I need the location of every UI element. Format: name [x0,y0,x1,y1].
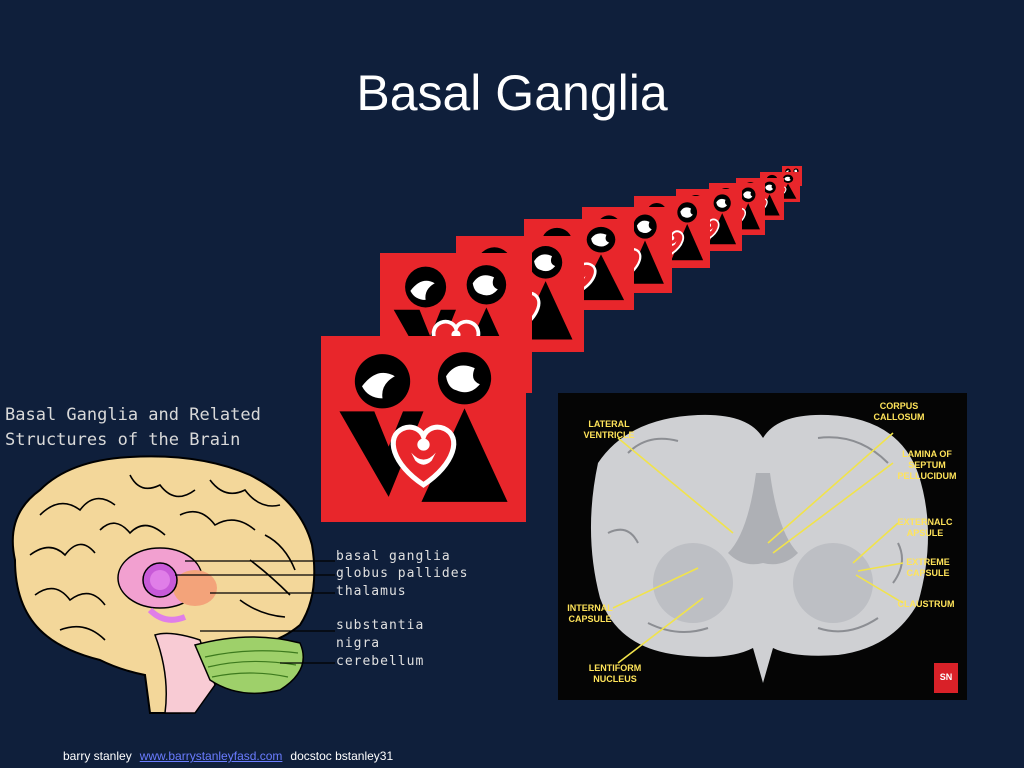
label-claustrum: CLAUSTRUM [897,599,955,609]
label-globus-pallides: globus pallides [336,566,469,581]
footer-author: barry stanley [63,749,132,763]
brain-illustration [11,455,335,714]
footer: barry stanley www.barrystanleyfasd.com doc… [63,749,393,763]
brain-section-photo: LATERAL VENTRICLE CORPUS CALLOSUM LAMINA… [558,393,967,700]
logo-image [321,336,526,522]
brain-section-image [558,393,967,700]
label-corpus-callosum: CORPUS CALLOSUM [873,401,925,422]
label-lateral-ventricle: LATERAL VENTRICLE [583,419,635,440]
diagram-title-line1: Basal Ganglia and Related [5,405,261,425]
label-extreme-capsule: EXTREME CAPSULE [906,557,950,578]
diagram-title-line2: Structures of the Brain [5,430,241,450]
footer-link[interactable]: www.barrystanleyfasd.com [139,749,283,763]
label-substantia: substantia [336,618,425,633]
label-basal-ganglia: basal ganglia [336,549,451,564]
footer-source: docstoc bstanley31 [290,749,394,763]
brain-diagram: Basal Ganglia and Related Structures of … [0,395,470,715]
slide-title: Basal Ganglia [356,65,668,121]
label-lentiform-nucleus: LENTIFORM NUCLEUS [588,663,642,684]
photo-badge: SN [939,672,953,682]
label-thalamus: thalamus [336,584,407,599]
label-lamina-septum: LAMINA OF SEPTUM PELLUCIDUM [897,449,957,481]
label-cerebellum: cerebellum [336,654,425,669]
label-internal-capsule: INTERNAL CAPSULE [567,603,613,624]
label-external-capsule: EXTERNALC APSULE [897,517,953,538]
label-nigra: nigra [336,636,381,651]
diagram-title: Basal Ganglia and Related Structures of … [5,403,261,453]
